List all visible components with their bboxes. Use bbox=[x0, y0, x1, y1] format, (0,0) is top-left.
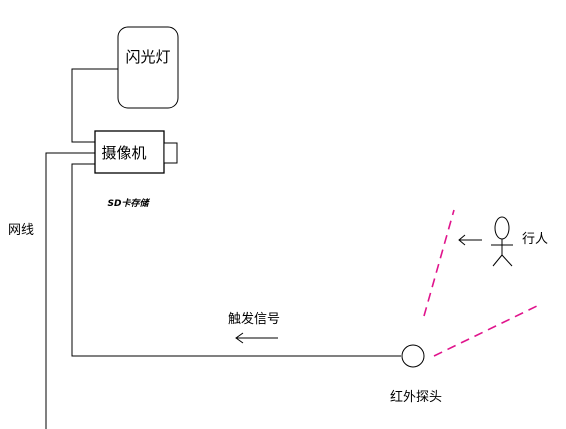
flash-label: 闪光灯 bbox=[125, 48, 170, 66]
ir-probe-circle bbox=[401, 344, 425, 368]
trigger-signal-label: 触发信号 bbox=[228, 311, 280, 327]
network-cable bbox=[45, 152, 95, 429]
flash-wire bbox=[71, 68, 118, 143]
trigger-wire bbox=[71, 163, 401, 357]
network-cable-label: 网线 bbox=[8, 223, 34, 238]
ir-beam-upper bbox=[423, 209, 455, 317]
flash-box bbox=[117, 26, 179, 109]
arrow-left-icon bbox=[235, 332, 278, 344]
ir-probe-label: 红外探头 bbox=[390, 389, 442, 405]
ir-beam-lower bbox=[433, 305, 538, 357]
pedestrian-arrow-icon bbox=[458, 234, 482, 246]
sd-storage-label: SD卡存储 bbox=[108, 198, 151, 209]
camera-lens bbox=[163, 142, 178, 164]
camera-label: 摄像机 bbox=[101, 144, 146, 162]
stick-figure-icon bbox=[491, 216, 513, 267]
pedestrian-label: 行人 bbox=[522, 232, 548, 247]
